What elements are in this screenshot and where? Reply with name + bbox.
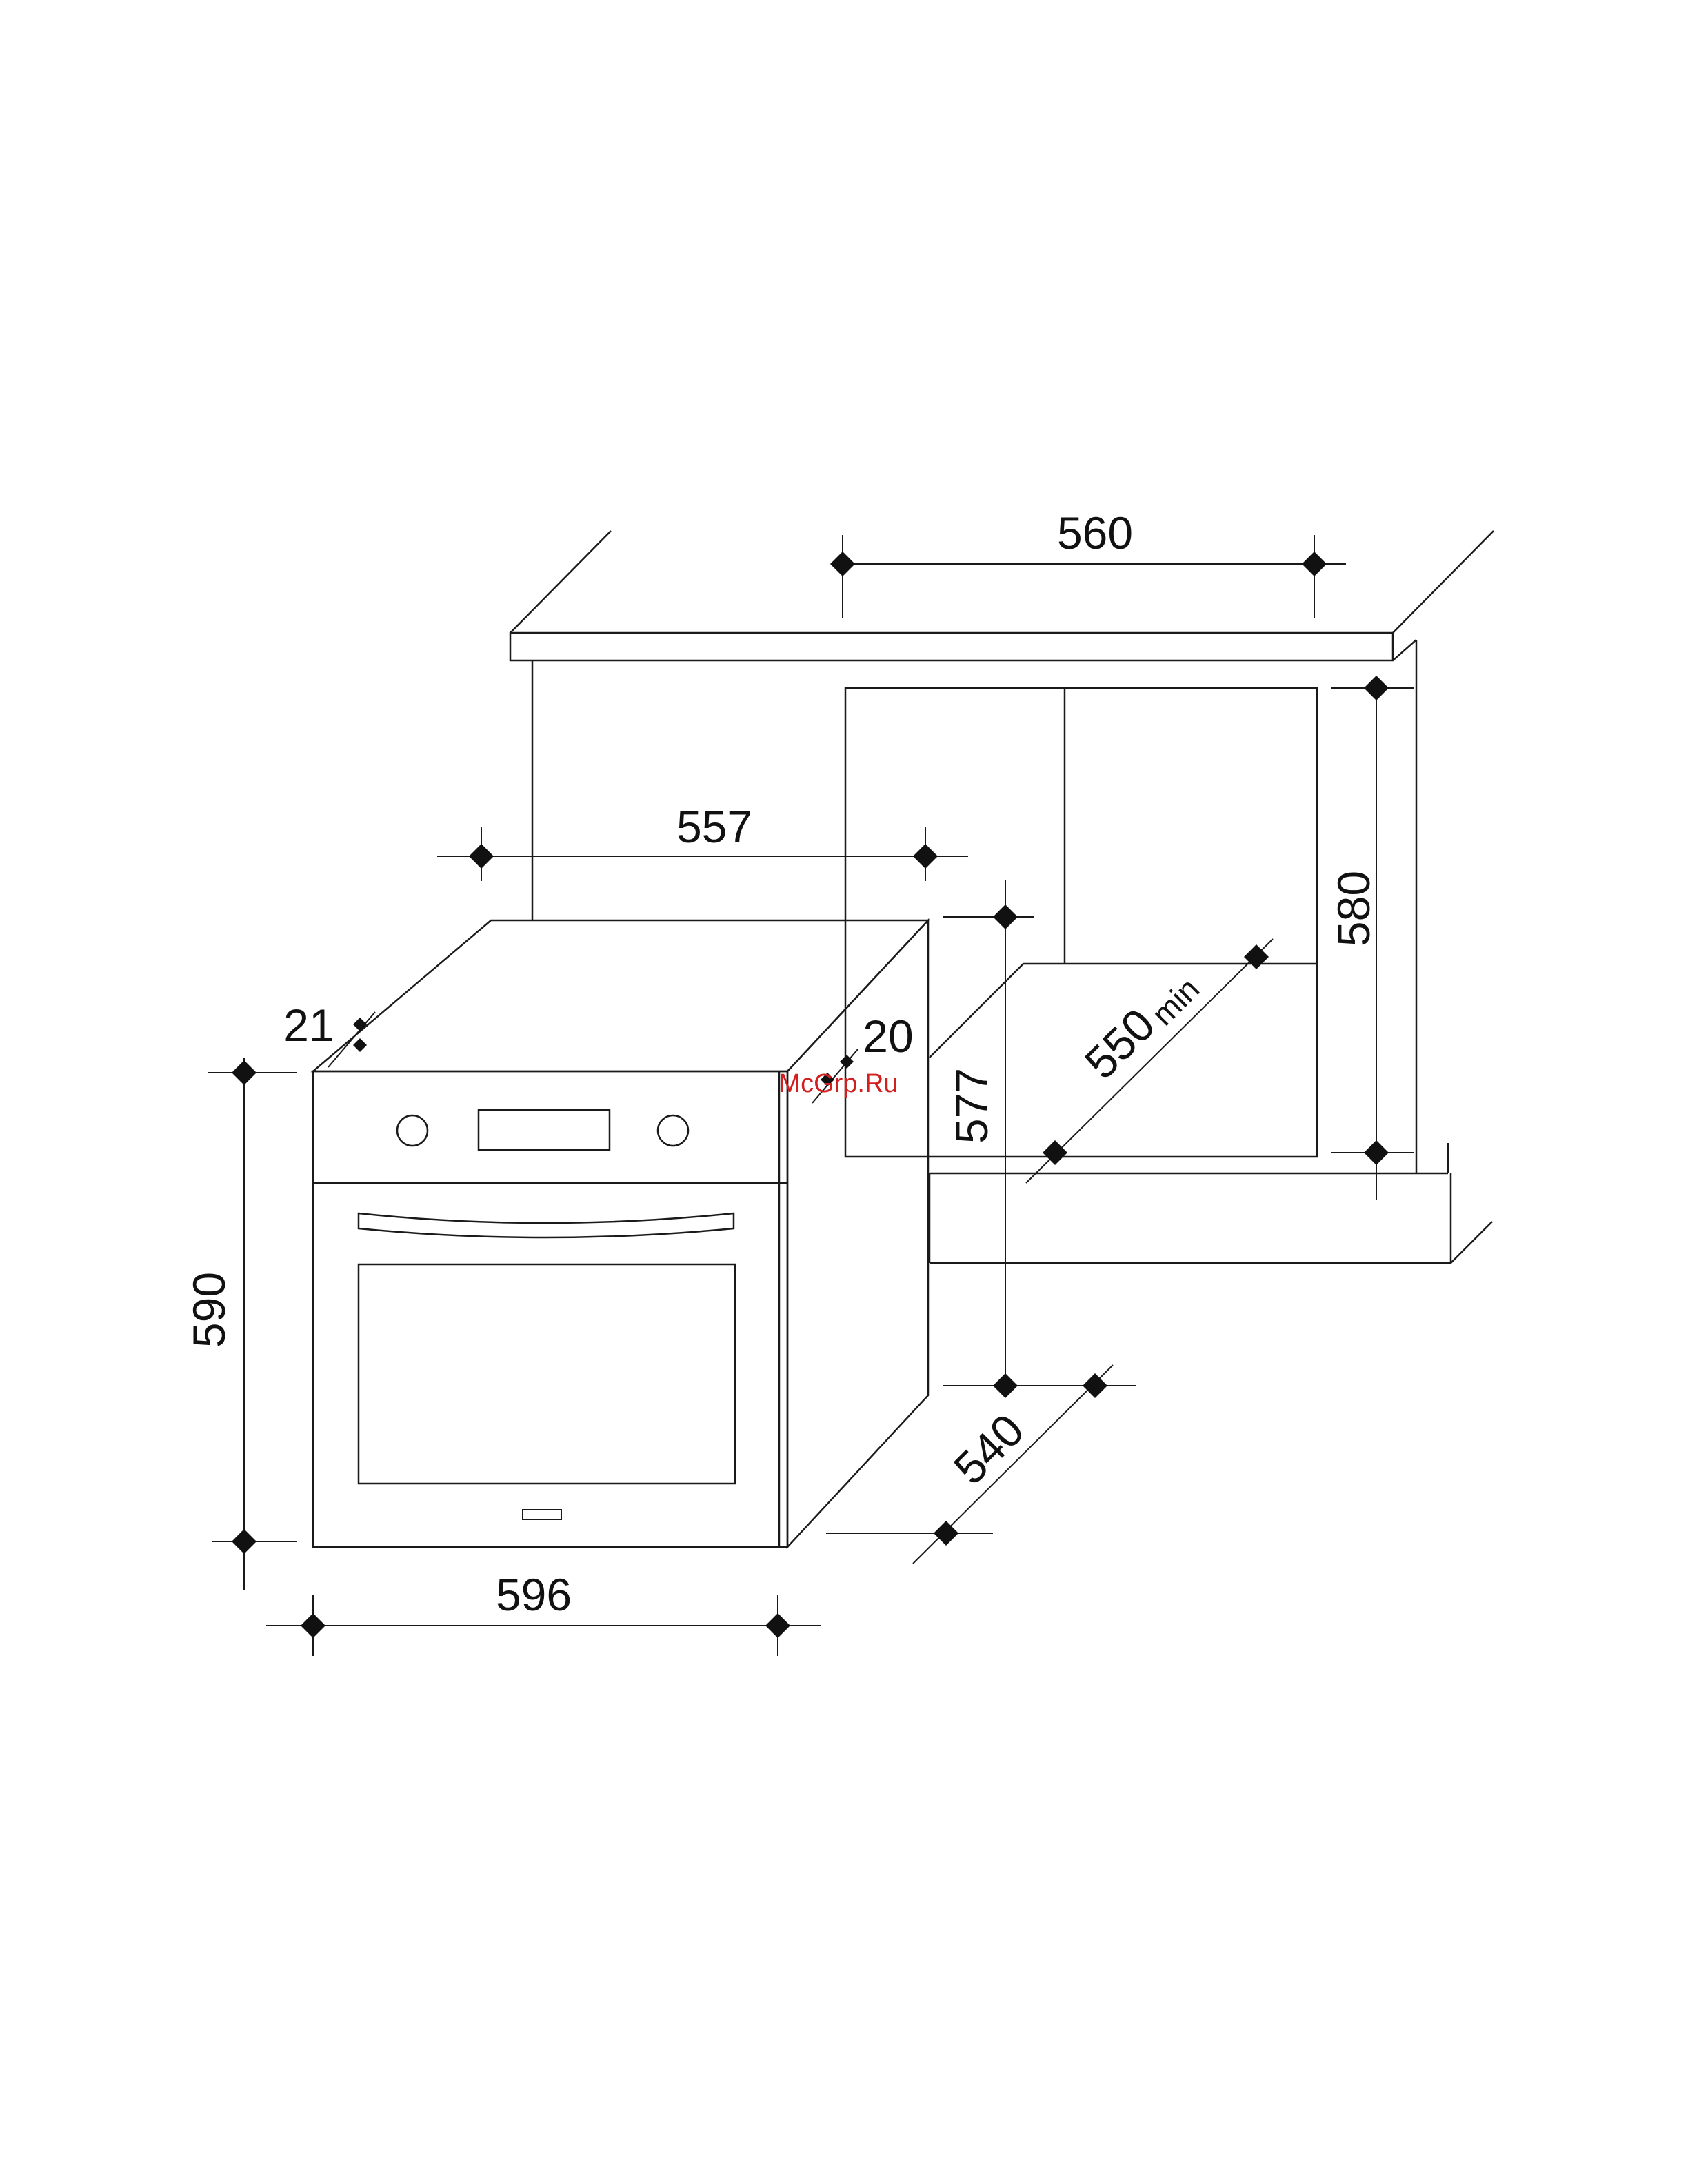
dim-21-marker-top <box>353 1018 367 1031</box>
oven-top-face <box>313 920 928 1071</box>
label-cab-height: 580 <box>1328 871 1379 947</box>
dim-580-marker-bottom <box>1364 1140 1389 1165</box>
label-oven-depth-top: 557 <box>676 801 752 852</box>
dim-580-marker-top <box>1364 676 1389 700</box>
label-opening-height: 577 <box>946 1068 997 1144</box>
dim-577-marker-top <box>993 904 1018 929</box>
label-side-offset: 20 <box>863 1011 913 1062</box>
door-handle <box>359 1213 734 1237</box>
label-oven-width: 596 <box>496 1569 572 1620</box>
right-knob-icon <box>658 1115 688 1146</box>
countertop <box>510 633 1393 660</box>
dim-557-marker-left <box>469 844 494 869</box>
display-window <box>479 1110 610 1150</box>
label-oven-height: 590 <box>183 1272 234 1348</box>
oven-front <box>313 1071 787 1547</box>
dim-590-marker-bottom <box>232 1529 257 1554</box>
brand-badge <box>523 1510 561 1519</box>
dim-577-marker-bottom <box>993 1373 1018 1398</box>
dim-557-marker-right <box>913 844 938 869</box>
dim-560-marker-left <box>830 552 855 576</box>
label-oven-depth-bottom: 540 <box>944 1404 1034 1494</box>
dim-560-marker-right <box>1302 552 1327 576</box>
oven <box>313 920 928 1547</box>
dim-21-marker-bottom <box>353 1038 367 1052</box>
door-window <box>359 1264 735 1484</box>
dim-590-marker-top <box>232 1060 257 1085</box>
label-cab-width: 560 <box>1057 507 1133 558</box>
cabinet-back-recess <box>845 688 1317 1157</box>
dim-540-marker-top <box>1083 1373 1107 1398</box>
dim-550-marker-top <box>1244 944 1269 969</box>
left-knob-icon <box>397 1115 428 1146</box>
dimension-labels: 560 580 557 21 20 577 550 min 540 590 59… <box>183 507 1379 1620</box>
label-door-offset: 21 <box>283 1000 334 1051</box>
watermark: McGrp.Ru <box>778 1069 898 1098</box>
label-opening-depth-unit: min <box>1145 971 1206 1032</box>
dim-550-marker-bottom <box>1043 1140 1067 1165</box>
dim-596-marker-left <box>301 1613 325 1638</box>
dim-540-marker-bottom <box>934 1521 958 1546</box>
dim-596-marker-right <box>765 1613 790 1638</box>
